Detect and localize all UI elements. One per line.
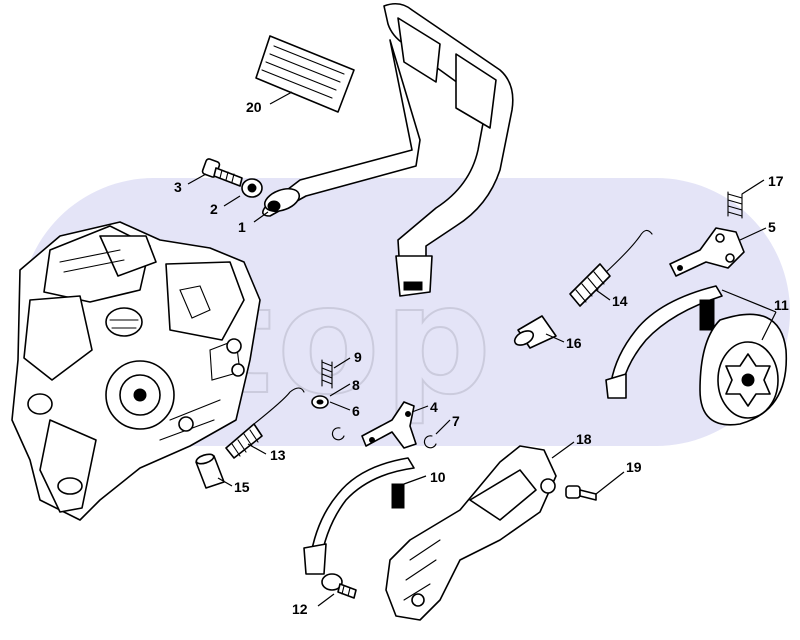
leader-lines <box>187 91 777 607</box>
callout-11: 11 <box>774 297 789 313</box>
leader-7 <box>435 419 451 435</box>
callout-5: 5 <box>768 219 776 235</box>
leader-12 <box>317 593 335 607</box>
part-powerhead <box>11 221 261 521</box>
part-screw-12 <box>321 573 357 599</box>
part-sleeve-16 <box>513 315 557 349</box>
leader-5 <box>739 227 767 241</box>
part-clutch-drum <box>699 313 788 426</box>
callout-14: 14 <box>612 293 628 309</box>
leader-10 <box>403 475 427 485</box>
callout-12: 12 <box>292 601 308 617</box>
part-brake-band-10 <box>303 457 415 575</box>
callout-1: 1 <box>238 219 246 235</box>
callout-9: 9 <box>354 349 362 365</box>
callout-2: 2 <box>210 201 218 217</box>
part-screw-3 <box>201 158 243 187</box>
callout-6: 6 <box>352 403 360 419</box>
part-brake-lever <box>361 401 417 449</box>
callout-3: 3 <box>174 179 182 195</box>
part-clip-6 <box>331 427 345 441</box>
leader-4 <box>411 405 429 413</box>
callout-8: 8 <box>352 377 360 393</box>
leader-19 <box>595 471 625 495</box>
part-brake-band-11 <box>605 285 723 399</box>
leader-14 <box>595 289 611 301</box>
callout-10: 10 <box>430 469 446 485</box>
leader-18 <box>551 441 575 459</box>
part-sprocket-cover <box>385 445 557 621</box>
part-spring-14 <box>569 229 653 307</box>
callout-4: 4 <box>430 399 438 415</box>
callout-19: 19 <box>626 459 642 475</box>
callout-labels: 1 2 3 4 5 6 7 8 9 10 11 12 13 14 15 16 1… <box>174 99 789 617</box>
leader-20 <box>269 91 293 105</box>
part-spring-17 <box>727 191 743 219</box>
callout-13: 13 <box>270 447 286 463</box>
part-sleeve-15 <box>195 453 225 489</box>
part-linkage-5 <box>669 227 745 277</box>
callout-7: 7 <box>452 413 460 429</box>
callout-17: 17 <box>768 173 784 189</box>
leader-13 <box>247 443 267 455</box>
callout-16: 16 <box>566 335 582 351</box>
leader-17 <box>741 179 765 195</box>
leader-15 <box>217 477 233 487</box>
part-pad <box>255 35 355 113</box>
part-hand-guard <box>262 2 514 297</box>
leader-3 <box>187 173 207 185</box>
callout-15: 15 <box>234 479 250 495</box>
callout-20: 20 <box>246 99 262 115</box>
leader-2 <box>223 195 241 207</box>
part-collar-8 <box>311 395 329 409</box>
part-spring-9 <box>321 359 333 389</box>
part-clip-7 <box>423 435 437 449</box>
part-spring-13 <box>225 387 305 459</box>
callout-18: 18 <box>576 431 592 447</box>
leader-11b <box>761 311 777 341</box>
leader-8 <box>329 383 351 397</box>
part-screw-19 <box>565 485 597 501</box>
leader-6 <box>329 401 351 411</box>
leader-1 <box>253 211 269 223</box>
leader-9 <box>333 357 351 369</box>
leader-11a <box>721 289 777 313</box>
part-sleeve-2 <box>241 178 263 198</box>
leader-16 <box>545 333 565 343</box>
